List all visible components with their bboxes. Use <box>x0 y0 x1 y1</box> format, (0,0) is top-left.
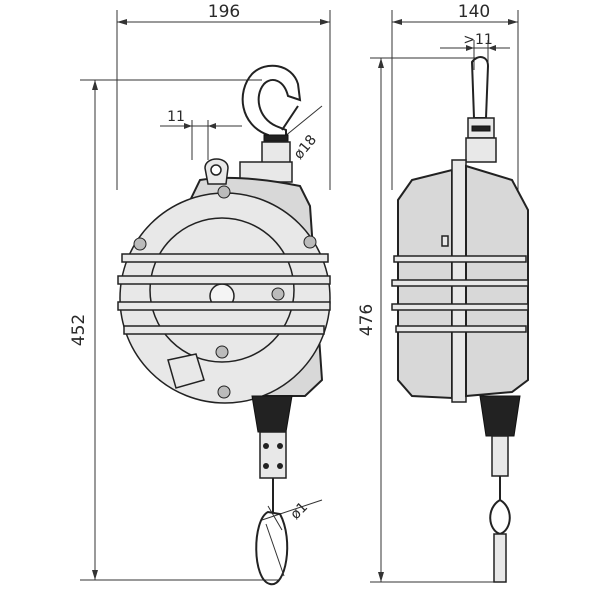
side-height-dimension: 476 <box>357 57 500 583</box>
side-ribs <box>391 255 529 333</box>
hook-diameter-label: ø18 <box>291 132 320 163</box>
front-cable-assembly <box>251 395 293 586</box>
side-hook <box>465 56 497 163</box>
side-slot-label: >11 <box>463 32 493 48</box>
side-cable-assembly <box>479 395 521 583</box>
housing-ribs <box>117 253 331 335</box>
front-width-label: 196 <box>208 2 240 22</box>
hook-slot-label: 11 <box>167 109 185 125</box>
front-housing <box>117 158 331 404</box>
front-height-dimension: 452 <box>69 79 280 581</box>
front-height-label: 452 <box>69 314 89 346</box>
side-housing <box>391 159 529 403</box>
side-width-dimension: 140 <box>391 2 519 190</box>
cable-diameter-dimension: ø1 <box>261 499 323 531</box>
cable-diameter-label: ø1 <box>288 499 312 523</box>
front-width-dimension: 196 <box>116 2 331 190</box>
side-slot-dimension: >11 <box>440 32 510 70</box>
hook-slot-dimension: 11 <box>160 109 242 160</box>
front-hook <box>241 64 302 165</box>
side-width-label: 140 <box>458 2 490 22</box>
side-height-label: 476 <box>357 304 377 336</box>
